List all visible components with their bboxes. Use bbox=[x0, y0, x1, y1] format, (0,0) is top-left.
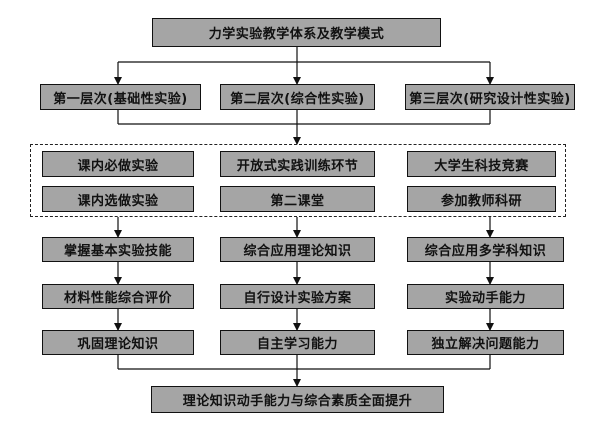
skill-box: 综合应用理论知识 bbox=[220, 237, 375, 262]
level-2-box: 第二层次(综合性实验) bbox=[220, 84, 375, 110]
activity-box: 大学生科技竞赛 bbox=[407, 151, 556, 177]
activity-box: 课内必做实验 bbox=[42, 151, 194, 177]
level-3-box: 第三层次(研究设计性实验) bbox=[405, 84, 575, 110]
skill-box: 掌握基本实验技能 bbox=[42, 237, 194, 262]
activity-box: 课内选做实验 bbox=[42, 186, 194, 212]
skill-box: 独立解决问题能力 bbox=[407, 330, 564, 355]
skill-box: 材料性能综合评价 bbox=[42, 284, 194, 309]
title-box: 力学实验教学体系及教学模式 bbox=[152, 18, 441, 47]
activity-box: 参加教师科研 bbox=[407, 186, 556, 212]
outcome-box: 理论知识动手能力与综合素质全面提升 bbox=[151, 386, 444, 413]
activity-box: 第二课堂 bbox=[220, 186, 375, 212]
activity-box: 开放式实践训练环节 bbox=[220, 151, 375, 177]
skill-box: 自行设计实验方案 bbox=[220, 284, 375, 309]
activities-dashed-group bbox=[30, 144, 566, 217]
level-1-box: 第一层次(基础性实验) bbox=[40, 84, 201, 110]
skill-box: 实验动手能力 bbox=[407, 284, 564, 309]
skill-box: 巩固理论知识 bbox=[42, 330, 194, 355]
skill-box: 自主学习能力 bbox=[220, 330, 375, 355]
skill-box: 综合应用多学科知识 bbox=[407, 237, 564, 262]
